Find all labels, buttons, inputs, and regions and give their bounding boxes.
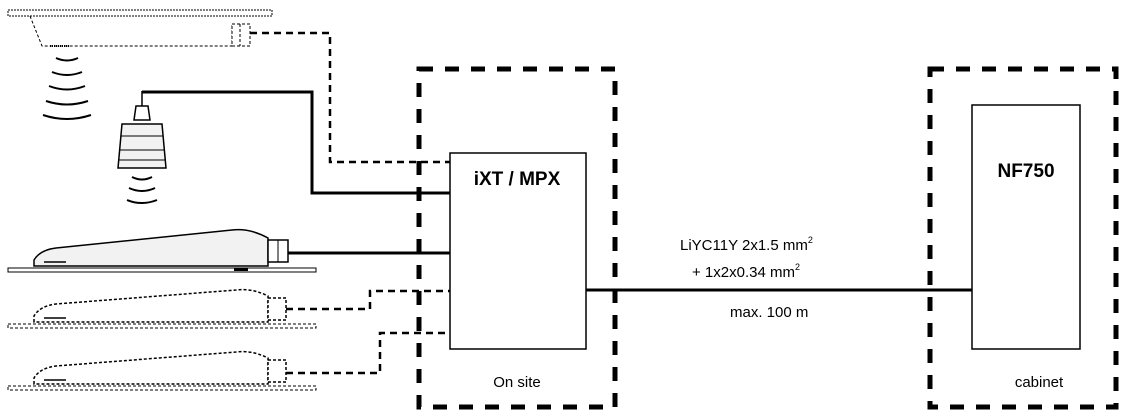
radar-beam-arc-1 [55,57,79,62]
on-site-label: On site [493,374,541,391]
ultrasonic-beam-arcs [126,176,158,204]
nf750-box [971,104,1081,350]
flat-sensor-dashed-2-base [7,385,317,391]
radar-beam-arc-3 [48,85,86,91]
cable-spec-line2-text: + 1x2x0.34 mm [692,264,795,281]
cable-spec-line2-sup: 2 [795,262,800,272]
flat-sensor-dashed-1 [7,288,317,329]
flat-sensor-solid-body [33,228,269,267]
radar-sensor-top [7,9,273,47]
radar-connector [231,23,251,47]
ultrasonic-body [117,123,167,169]
flat-sensor-dashed-2-gland [267,359,287,383]
flat-sensor-solid-foot [234,268,248,271]
ixt-mpx-label: iXT / MPX [474,169,561,190]
radar-housing [29,15,233,47]
radar-beam-arc-5 [42,114,92,120]
cable-spec-line1: LiYC11Y 2x1.5 mm2 [680,235,813,254]
radar-beam-arc-2 [51,71,83,76]
ultrasonic-gland [133,105,151,121]
cable-length-label: max. 100 m [730,304,808,321]
ixt-mpx-device[interactable]: iXT / MPX [449,152,587,350]
flat-sensor-dashed-1-body [33,288,269,323]
ultrasonic-arc-3 [126,199,158,204]
nf750-device[interactable]: NF750 [971,104,1081,350]
flat-sensor-dashed-1-base [7,323,317,329]
ultrasonic-arc-2 [128,187,156,192]
flat-sensor-dashed-2 [7,350,317,391]
ixt-mpx-box [449,152,587,350]
radar-cable [250,31,450,164]
flat-sensor-dashed-1-cable [286,289,450,311]
ultrasonic-sensor [117,91,167,169]
on-site-zone-border [416,66,618,410]
cable-spec-line1-sup: 2 [808,235,813,245]
flat-sensor-dashed-2-body [33,350,269,385]
flat-sensor-solid [7,228,317,273]
radar-beam-arcs [42,57,92,120]
ultrasonic-cable [142,90,450,195]
nf750-label: NF750 [997,161,1054,182]
radar-beam-arc-4 [45,100,89,106]
flat-sensor-solid-base [7,267,317,273]
flat-sensor-dashed-2-cable [286,331,450,375]
flat-sensor-dashed-1-gland [267,297,287,321]
ultrasonic-arc-1 [131,176,153,181]
cable-spec-line2: + 1x2x0.34 mm2 [692,262,800,281]
cabinet-label: cabinet [1015,374,1064,391]
cable-spec-line1-text: LiYC11Y 2x1.5 mm [680,237,808,254]
radar-mount-plate [7,9,273,17]
